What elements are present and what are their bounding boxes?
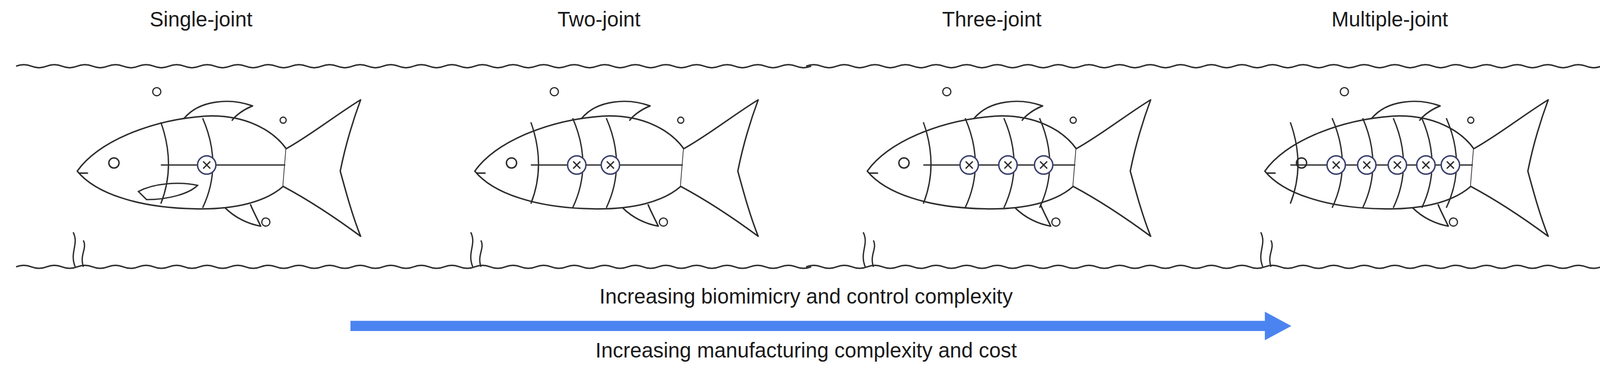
- fish-panel: [1203, 64, 1600, 270]
- arrow-head: [1265, 312, 1292, 341]
- bubble: [1449, 218, 1458, 227]
- joint-mark: [1363, 161, 1371, 169]
- joint-mark: [965, 161, 973, 169]
- label-text: Increasing manufacturing complexity and …: [595, 339, 1018, 362]
- bubble: [279, 117, 287, 124]
- label-text: Two-joint: [557, 7, 641, 31]
- joint-circle: [1416, 155, 1435, 174]
- water-line: [16, 265, 414, 269]
- joint-circle: [1034, 155, 1053, 174]
- seaweed: [1260, 232, 1273, 268]
- label-text: Increasing biomimicry and control comple…: [599, 285, 1013, 308]
- label-text: Single-joint: [149, 7, 253, 31]
- joint-mark: [203, 161, 211, 169]
- fish-panel: [805, 64, 1204, 270]
- fish-body: [474, 99, 759, 237]
- water-line: [413, 265, 812, 269]
- joint-circle: [1441, 155, 1460, 174]
- joint-circle: [960, 155, 979, 174]
- panel-title: Two-joint: [557, 7, 641, 32]
- backbone: [160, 164, 286, 167]
- label-text: Multiple-joint: [1331, 7, 1449, 31]
- seaweed: [470, 232, 482, 268]
- bubble: [152, 87, 161, 97]
- water-line: [16, 64, 414, 69]
- seaweed: [863, 232, 875, 268]
- joint-circle: [1388, 155, 1407, 174]
- segment-arc: [923, 122, 932, 205]
- segment-arc: [530, 122, 539, 205]
- joint-mark: [1446, 161, 1455, 169]
- fish-body: [77, 99, 361, 237]
- seaweed: [73, 232, 85, 268]
- joint-circle: [567, 155, 586, 174]
- joint-mark: [1332, 161, 1340, 169]
- joint-circle: [998, 155, 1017, 174]
- joint-mark: [1393, 161, 1402, 169]
- water-line: [1203, 265, 1600, 269]
- bubble: [261, 218, 271, 227]
- bubble: [1070, 117, 1077, 124]
- joint-mark: [1040, 161, 1048, 169]
- pectoral-fin: [138, 183, 198, 200]
- bubble: [677, 117, 684, 124]
- joint-circle: [1326, 155, 1346, 174]
- joint-circle: [601, 155, 620, 174]
- water-line: [1203, 64, 1600, 69]
- joint-circle: [1357, 155, 1376, 174]
- segment-arc: [1290, 122, 1299, 205]
- fish-body: [867, 99, 1151, 237]
- joint-mark: [1422, 161, 1430, 169]
- bubble: [1340, 87, 1349, 97]
- joint-mark: [573, 161, 581, 169]
- bubble: [659, 218, 668, 227]
- arrow-shaft: [350, 320, 1269, 332]
- arrow-label: Increasing manufacturing complexity and …: [595, 338, 1018, 363]
- joint-mark: [607, 161, 615, 169]
- water-line: [413, 64, 812, 69]
- panel-title: Single-joint: [149, 7, 253, 32]
- label-text: Three-joint: [942, 7, 1042, 31]
- water-line: [805, 265, 1204, 269]
- fish-panel: [16, 64, 414, 270]
- joint-circle: [197, 155, 216, 174]
- arrow-label: Increasing biomimicry and control comple…: [599, 284, 1013, 309]
- segment-arc: [160, 122, 169, 205]
- joint-mark: [1004, 161, 1012, 169]
- bubble: [1051, 218, 1060, 227]
- bubble: [942, 87, 951, 97]
- fish-body: [1265, 99, 1549, 237]
- fish-panel: [413, 64, 812, 270]
- bubble: [550, 87, 559, 97]
- panel-title: Multiple-joint: [1331, 7, 1449, 32]
- water-line: [805, 64, 1204, 69]
- bubble: [1467, 117, 1474, 124]
- panel-title: Three-joint: [942, 7, 1042, 32]
